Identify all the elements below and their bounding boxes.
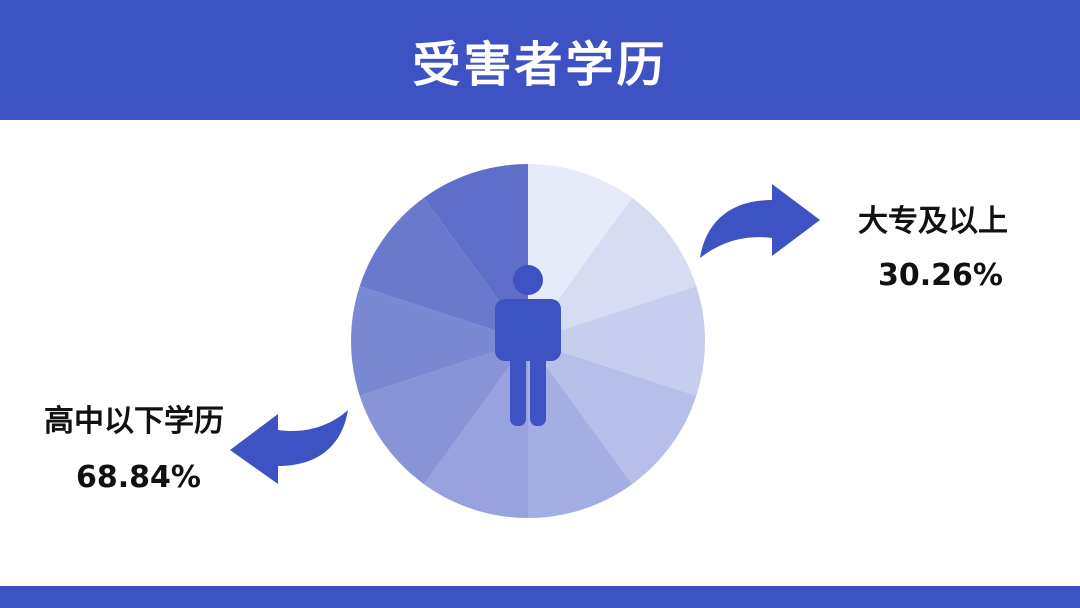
value-label-highschool: 68.84% <box>76 460 201 495</box>
pie-wedge <box>423 164 528 341</box>
footer-bar <box>0 586 1080 608</box>
value-label-college: 30.26% <box>878 258 1003 293</box>
pie-wedge <box>351 286 528 396</box>
pie-wedge <box>528 197 697 341</box>
pie-wedge <box>528 286 705 396</box>
pie-wedge <box>528 341 633 518</box>
pie-wedge <box>359 341 528 485</box>
pie-wedge <box>423 341 528 518</box>
pie-wedge <box>359 197 528 341</box>
arrow-left-icon <box>230 410 348 484</box>
category-label-college: 大专及以上 <box>858 204 1008 239</box>
header-bar: 受害者学历 <box>0 0 1080 120</box>
category-label-highschool: 高中以下学历 <box>44 404 224 439</box>
arrow-right-icon <box>700 184 820 258</box>
pie-wedge <box>528 341 697 485</box>
person-icon <box>495 265 561 426</box>
pie-wedges <box>351 164 705 518</box>
pie-wedge <box>528 164 633 341</box>
chart-title: 受害者学历 <box>412 37 668 93</box>
